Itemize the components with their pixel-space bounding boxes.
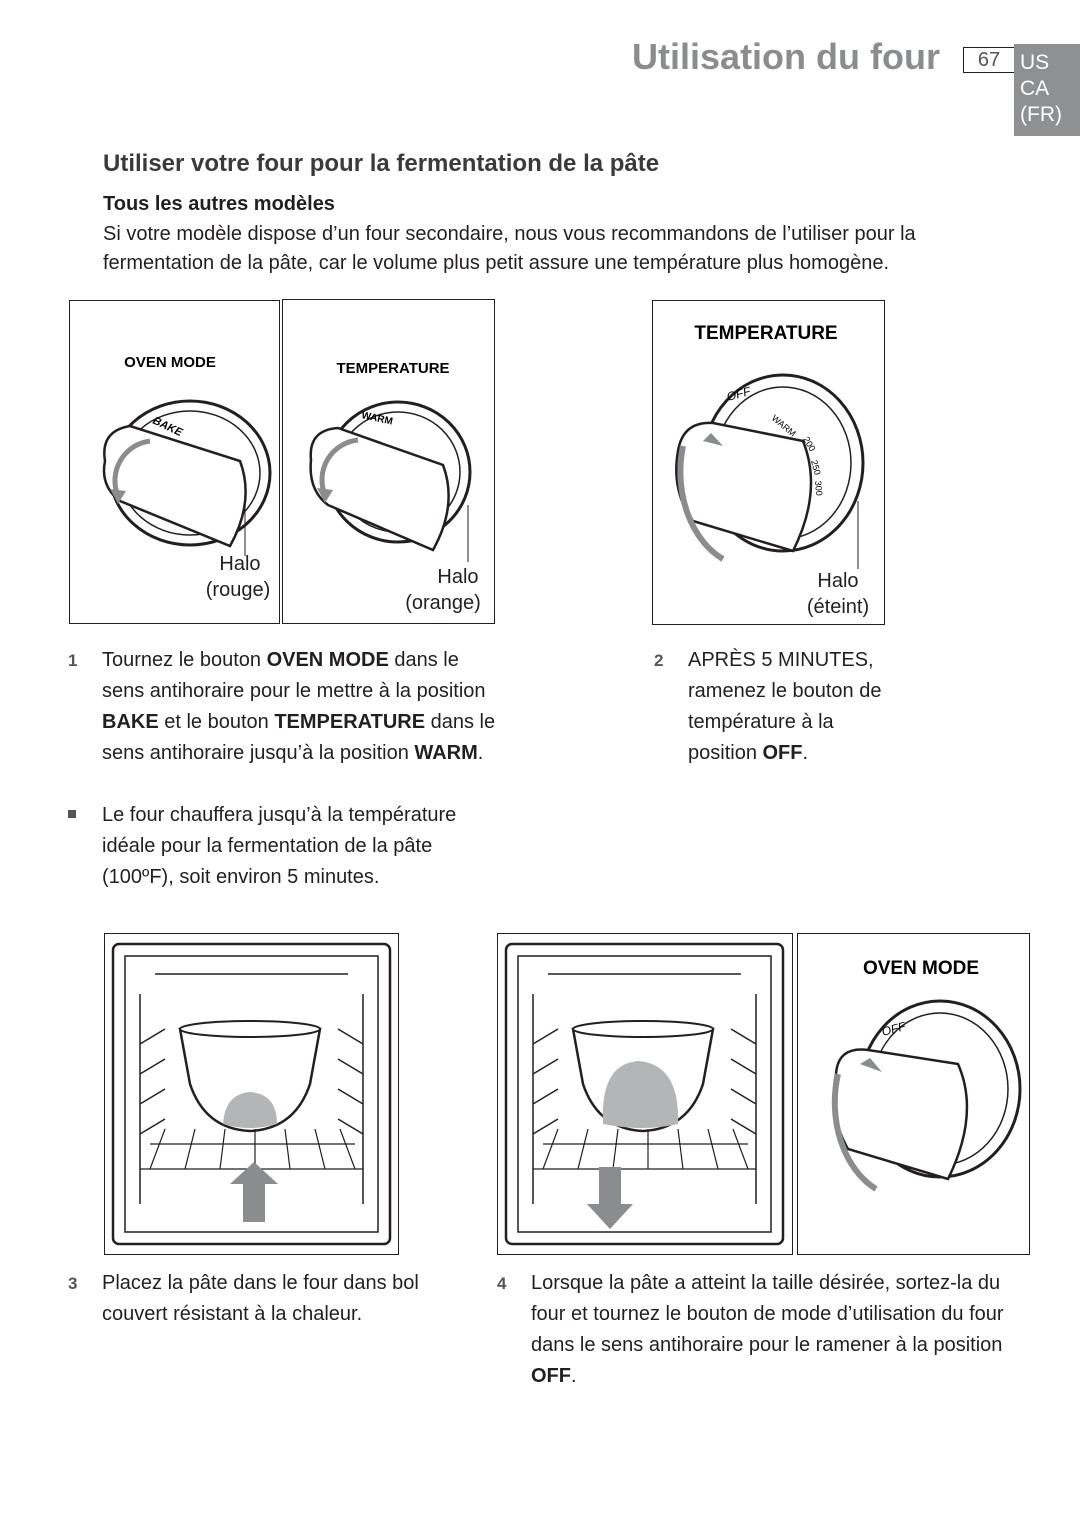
step-1-bake: BAKE xyxy=(102,711,159,733)
step-1-oven-mode: OVEN MODE xyxy=(266,649,389,671)
off-label: OFF xyxy=(725,384,752,404)
intro-paragraph: Si votre modèle dispose d’un four second… xyxy=(103,223,916,274)
lang-ca: CA xyxy=(1020,77,1050,100)
language-tab: US CA (FR) xyxy=(1014,44,1080,136)
halo-label-3: Halo xyxy=(817,570,859,592)
step-3-text: Placez la pâte dans le four dans bol cou… xyxy=(102,1272,419,1325)
section-title: Utiliser votre four pour la fermentation… xyxy=(103,150,660,177)
temperature-label: TEMPERATURE xyxy=(336,360,449,377)
halo-label-1: Halo xyxy=(219,553,261,575)
step-1-text-i: . xyxy=(477,742,484,764)
tick-300: 300 xyxy=(813,480,824,496)
temperature-label-large: TEMPERATURE xyxy=(694,323,837,344)
step-3-number: 3 xyxy=(68,1274,78,1293)
step-4-number: 4 xyxy=(497,1274,507,1293)
step-2: 2 APRÈS 5 MINUTES, ramenez le bouton de … xyxy=(654,645,888,769)
step-1-warm: WARM xyxy=(414,742,478,764)
step-1-temperature: TEMPERATURE xyxy=(274,711,426,733)
halo-color-2: (orange) xyxy=(405,592,481,614)
sub-title: Tous les autres modèles xyxy=(103,193,335,215)
temperature-knob-off-figure: TEMPERATURE OFF WARM 200 250 300 Halo (é… xyxy=(652,300,885,625)
page-title: Utilisation du four xyxy=(632,36,940,77)
step-1-bullet-text: Le four chauffera jusqu’à la température… xyxy=(102,804,457,888)
step-4: 4 Lorsque la pâte a atteint la taille dé… xyxy=(497,1268,1011,1392)
step-2-text-a: APRÈS 5 MINUTES, ramenez le bouton de te… xyxy=(688,649,882,764)
halo-color-3: (éteint) xyxy=(806,596,870,618)
step-2-text-c: . xyxy=(802,742,809,764)
step-2-number: 2 xyxy=(654,651,664,670)
oven-mode-knob-off-figure: OVEN MODE OFF xyxy=(797,933,1030,1255)
bullet-icon xyxy=(68,810,76,818)
step-1-text-g: dans le sens antihoraire jusqu’à la posi… xyxy=(102,711,496,764)
step-1-text-c: dans le sens antihoraire pour le mettre … xyxy=(102,649,486,702)
tick-250: 250 xyxy=(809,459,823,476)
lang-fr: (FR) xyxy=(1020,103,1062,126)
step-4-text-c: . xyxy=(571,1365,577,1387)
step-2-off: OFF xyxy=(762,742,803,764)
oven-bowl-figure-up xyxy=(104,933,399,1255)
step-3: 3 Placez la pâte dans le four dans bol c… xyxy=(68,1268,432,1330)
step-1-number: 1 xyxy=(68,651,78,670)
oven-mode-label: OVEN MODE xyxy=(124,354,216,371)
oven-mode-label-large: OVEN MODE xyxy=(863,958,979,979)
oven-bowl-figure-down xyxy=(497,933,793,1255)
page-number: 67 xyxy=(963,47,1015,73)
temperature-knob-warm-figure: TEMPERATURE WARM Halo (orange) xyxy=(282,299,495,624)
step-4-text-a: Lorsque la pâte a atteint la taille dési… xyxy=(531,1272,1004,1356)
halo-label-2: Halo xyxy=(437,566,479,588)
step-1-text-e: et le bouton xyxy=(158,711,275,733)
halo-color-1: (rouge) xyxy=(205,579,271,601)
step-1-text-a: Tournez le bouton xyxy=(102,649,267,671)
oven-mode-knob-figure: OVEN MODE BAKE Halo (rouge) xyxy=(69,300,280,624)
step-1-bullet: Le four chauffera jusqu’à la température… xyxy=(68,800,487,893)
lang-us: US xyxy=(1020,51,1050,74)
step-4-off: OFF xyxy=(531,1365,571,1387)
step-1: 1 Tournez le bouton OVEN MODE dans le se… xyxy=(68,645,497,769)
off-label-2: OFF xyxy=(880,1019,907,1039)
